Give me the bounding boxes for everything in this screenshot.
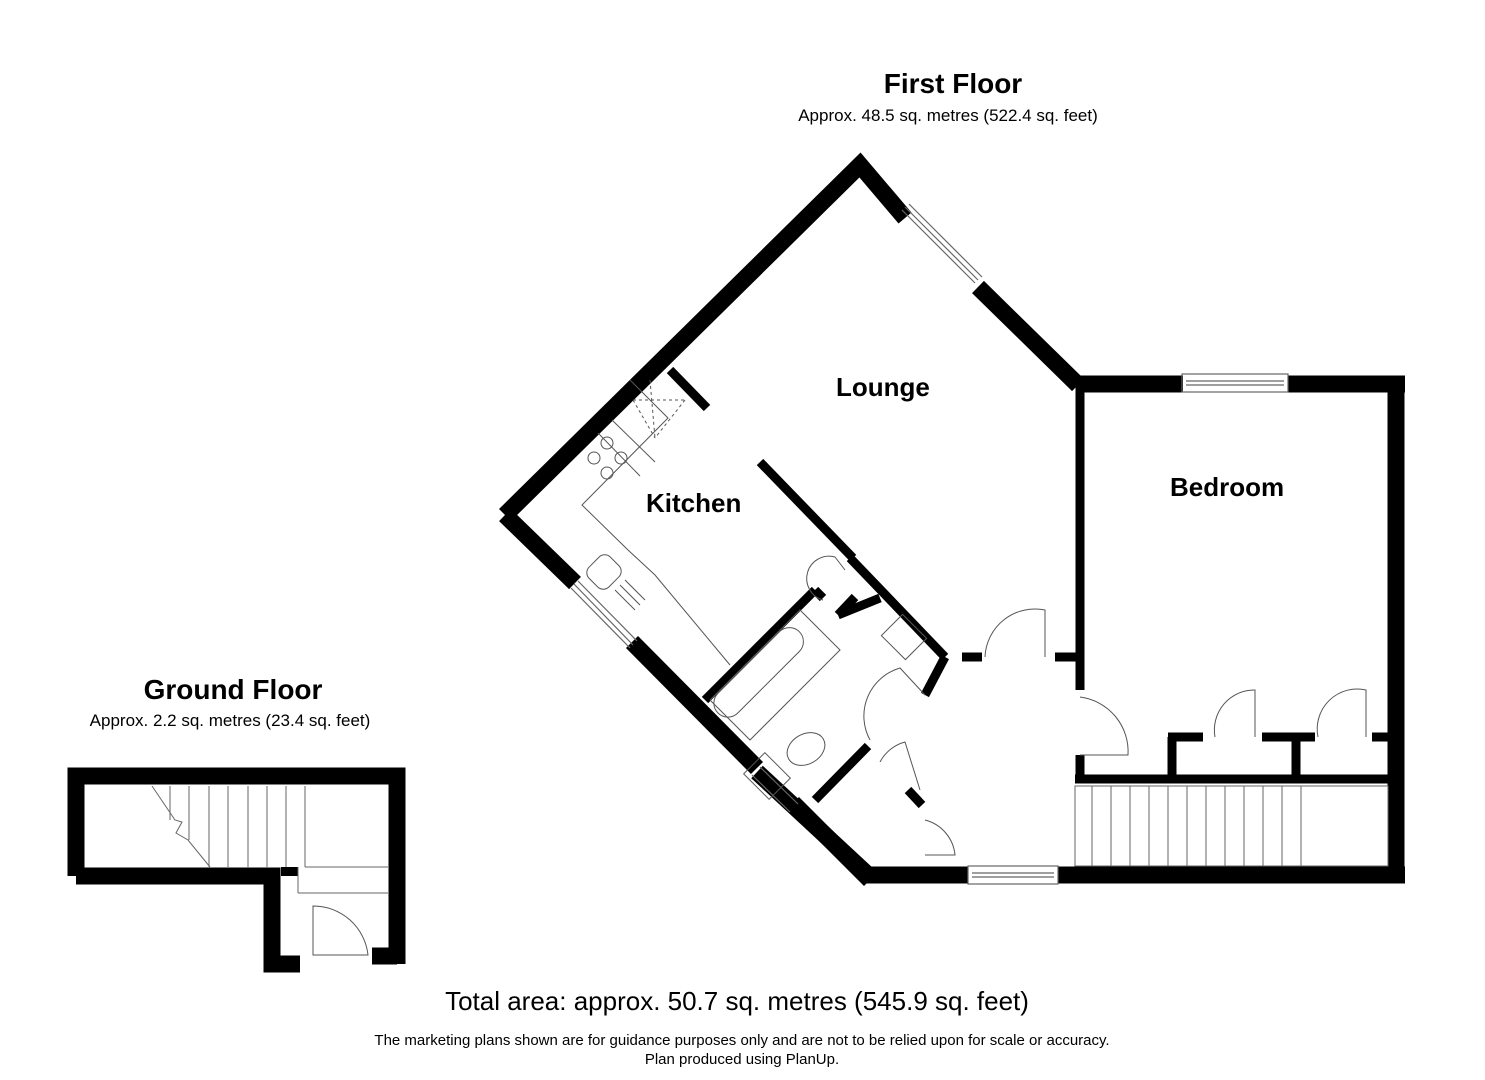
ground-floor-plan xyxy=(67,767,406,973)
toilet-icon xyxy=(742,732,826,801)
room-label-kitchen: Kitchen xyxy=(646,488,742,518)
first-floor-stairs xyxy=(1074,785,1389,867)
total-area: Total area: approx. 50.7 sq. metres (545… xyxy=(445,986,1029,1016)
first-floor-plan xyxy=(499,152,1405,887)
ground-floor-area: Approx. 2.2 sq. metres (23.4 sq. feet) xyxy=(89,711,371,730)
first-floor-area: Approx. 48.5 sq. metres (522.4 sq. feet) xyxy=(798,106,1098,125)
ground-floor-door xyxy=(312,905,369,956)
room-label-lounge: Lounge xyxy=(836,372,930,402)
first-floor-walls xyxy=(499,152,1405,887)
ground-floor-walls xyxy=(67,767,406,973)
first-floor-doors xyxy=(806,555,1367,856)
disclaimer-line-1: The marketing plans shown are for guidan… xyxy=(374,1032,1110,1049)
kitchen-fixtures xyxy=(581,379,731,666)
disclaimer-line-2: Plan produced using PlanUp. xyxy=(644,1051,840,1068)
room-label-bedroom: Bedroom xyxy=(1170,472,1285,502)
ground-floor-title: Ground Floor xyxy=(143,674,323,705)
sink-icon xyxy=(586,554,646,611)
bathroom-fixtures xyxy=(709,609,928,801)
first-floor-internal-walls xyxy=(666,366,1400,809)
hob-icon xyxy=(587,436,628,480)
first-floor-windows xyxy=(570,203,1289,885)
basin-icon xyxy=(880,613,928,661)
ground-floor-stairs xyxy=(151,785,388,894)
bath-icon xyxy=(709,609,841,741)
fridge-icon xyxy=(632,379,686,439)
ground-floor-wall-stub xyxy=(281,867,298,876)
first-floor-title: First Floor xyxy=(883,68,1023,99)
